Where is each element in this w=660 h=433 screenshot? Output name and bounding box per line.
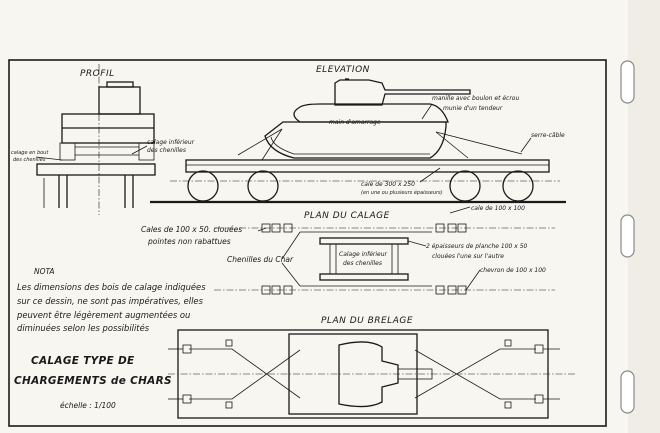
profil-calage-inferieur-line2: des chenilles — [147, 147, 186, 154]
profil-calage-inferieur-leader — [131, 145, 148, 155]
elevation-view — [150, 78, 566, 204]
plan-calage-chenilles-leader-1 — [281, 231, 301, 260]
binder-hole-middle — [620, 214, 635, 258]
nota-line-1: Les dimensions des bois de calage indiqu… — [17, 282, 206, 292]
profil-calage-bout-leader — [35, 156, 63, 161]
binder-hole-top — [620, 60, 635, 104]
elevation-cale-100-leader — [449, 206, 471, 214]
elevation-manille-line1: manille avec boulon et écrou — [432, 95, 519, 102]
nota-title: NOTA — [34, 267, 55, 276]
plan-calage-epaisseurs-line2: clouées l'une sur l'autre — [432, 253, 504, 260]
plan-calage-cales-line1: Cales de 100 x 50. clouées — [141, 225, 242, 234]
cartouche-line2: CHARGEMENTS de CHARS — [14, 375, 172, 387]
profil-view — [36, 64, 156, 215]
plan-calage-view — [214, 223, 555, 295]
elevation-cale-100: cale de 100 x 100 — [471, 205, 525, 212]
nota-line-3: peuvent être légèrement augmentées ou — [16, 310, 190, 320]
plan-calage-epaisseurs-leader — [407, 240, 427, 247]
nota-line-4: diminuées selon les possibilités — [17, 323, 150, 333]
elevation-serre-cable-leader — [520, 137, 532, 153]
profil-calage-bout-line1: calage en bout — [11, 150, 49, 156]
plan-calage-chevron: chevron de 100 x 100 — [480, 267, 546, 274]
elevation-manille-leader — [421, 103, 433, 120]
profil-calage-inferieur-line1: calage inférieur — [147, 139, 195, 146]
plan-calage-cales-line2: pointes non rabattues — [147, 237, 231, 246]
elevation-manille-line2: munie d'un tendeur — [443, 105, 503, 112]
cartouche-line1: CALAGE TYPE DE — [31, 355, 135, 367]
plan-calage-inferieur-line2: des chenilles — [343, 260, 382, 267]
profil-calage-bout-line2: des chenilles — [13, 157, 46, 163]
plan-calage-chevron-leader — [465, 269, 481, 291]
plan-calage-epaisseurs-line1: 2 épaisseurs de planche 100 x 50 — [426, 243, 528, 250]
elevation-cale-300-line2: (en une ou plusieurs épaisseurs) — [361, 189, 443, 196]
plan-calage-inferieur-line1: Calage inférieur — [339, 251, 388, 258]
elevation-main-amarrage: main d'amarrage — [329, 119, 381, 126]
elevation-cale-300-line1: cale de 300 x 250 — [361, 181, 415, 188]
plan-calage-chenilles-leader-2 — [281, 262, 301, 287]
nota-line-2: sur ce dessin, ne sont pas impératives, … — [17, 296, 204, 306]
plan-calage-chenilles: Chenilles du Char — [227, 255, 294, 264]
elevation-cale-300-leader — [419, 167, 441, 183]
drawing-frame — [8, 59, 607, 427]
plan-calage-title: PLAN DU CALAGE — [304, 211, 390, 221]
profil-title: PROFIL — [80, 69, 115, 79]
binder-hole-bottom — [620, 370, 635, 414]
elevation-serre-cable: serre-câble — [531, 132, 565, 139]
elevation-title: ELEVATION — [316, 65, 370, 75]
cartouche-echelle: échelle : 1/100 — [60, 401, 116, 410]
plan-brelage-view — [168, 329, 575, 419]
plan-calage-cales-leader — [257, 227, 267, 232]
plan-brelage-title: PLAN DU BRELAGE — [321, 316, 413, 326]
